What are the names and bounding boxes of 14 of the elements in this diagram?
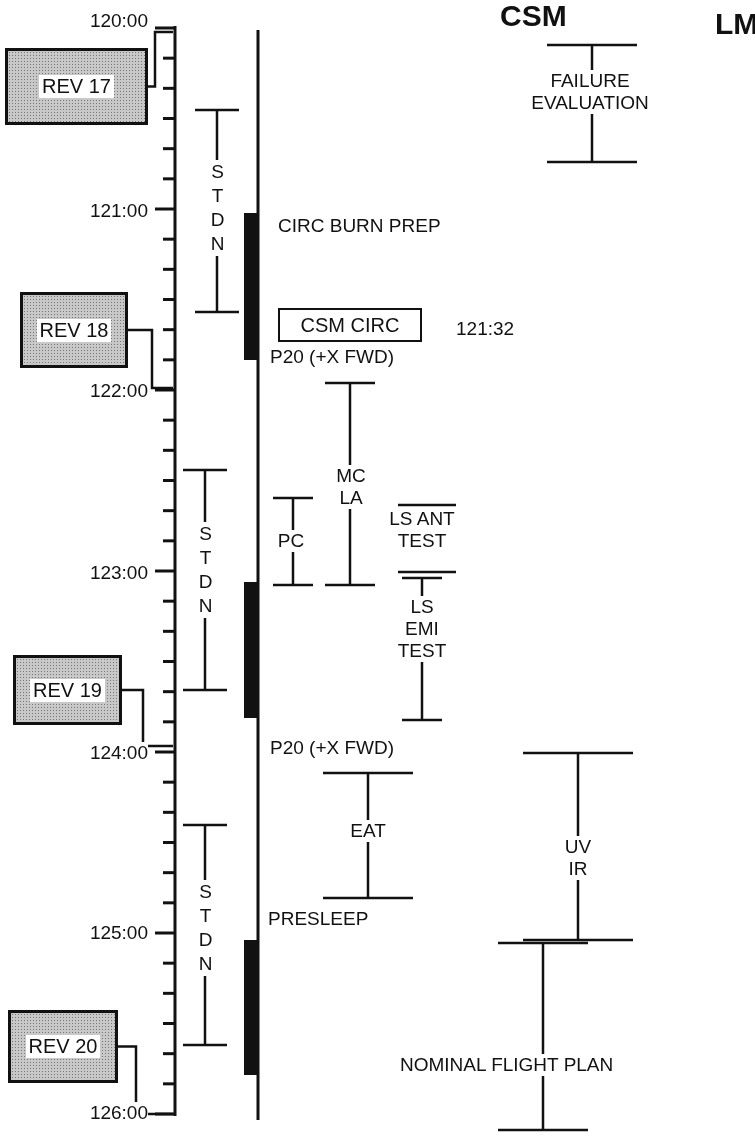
activity-label: LS EMI TEST — [397, 596, 447, 662]
vertical-label: STDN — [209, 160, 226, 256]
leader-line — [148, 30, 173, 88]
revolution-box: REV 20 — [8, 1010, 118, 1083]
revolution-box: REV 17 — [5, 48, 148, 125]
vertical-label: STDN — [197, 880, 214, 976]
revolution-box: REV 18 — [20, 292, 128, 368]
time-ruler — [155, 26, 177, 1116]
leader-line — [128, 328, 173, 390]
event-box: CSM CIRC — [278, 308, 422, 342]
revolution-box: REV 19 — [13, 655, 122, 725]
activity-label: NOMINAL FLIGHT PLAN — [400, 1054, 614, 1076]
activity-label: MC LA — [335, 465, 367, 509]
vertical-label: STDN — [197, 522, 214, 618]
